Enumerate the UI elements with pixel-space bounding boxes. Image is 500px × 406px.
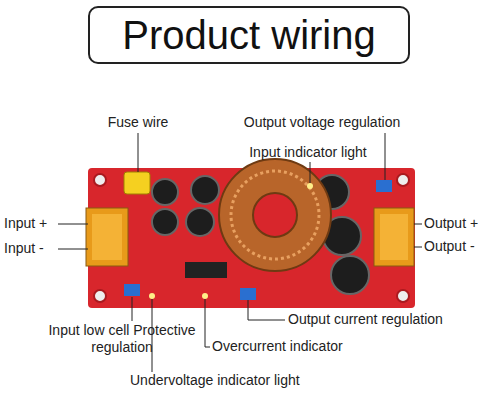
fuse: [124, 172, 150, 194]
leader-line: [385, 133, 386, 180]
mount-hole: [94, 290, 106, 302]
part-label: Output -: [424, 238, 475, 255]
input-terminal: [86, 208, 128, 266]
mount-hole: [94, 174, 106, 186]
potentiometer: [240, 288, 256, 300]
leader-line: [205, 299, 210, 347]
inductor-core: [253, 193, 297, 237]
part-label: Output voltage regulation: [244, 114, 400, 131]
indicator-led: [202, 293, 208, 299]
part-label: Input -: [4, 240, 44, 257]
leader-line: [138, 133, 139, 172]
part-label: Overcurrent indicator: [212, 338, 343, 355]
terminal-cap: [380, 214, 408, 260]
indicator-led: [307, 183, 313, 189]
leader-line: [248, 300, 285, 320]
terminal-cap: [92, 214, 122, 260]
mount-hole: [397, 290, 409, 302]
potentiometer: [124, 284, 140, 296]
part-label: Output +: [424, 215, 478, 232]
leader-line: [310, 162, 311, 183]
mount-hole: [397, 174, 409, 186]
leader-line: [414, 247, 422, 248]
part-label: Undervoltage indicator light: [130, 372, 300, 389]
part-label: Input +: [4, 215, 47, 232]
indicator-led: [149, 293, 155, 299]
part-label: Fuse wire: [108, 114, 169, 131]
leader-line: [132, 297, 133, 321]
capacitor: [191, 176, 219, 204]
leader-line: [58, 249, 88, 250]
output-terminal: [374, 208, 414, 266]
inductor-winding: [231, 171, 319, 259]
part-label: Input indicator light: [249, 144, 367, 161]
capacitor: [186, 208, 214, 236]
leader-line: [58, 224, 88, 225]
capacitor: [152, 209, 178, 235]
toroid-inductor: [219, 159, 331, 271]
capacitor: [331, 256, 369, 294]
part-label: Input low cell Protective regulation: [42, 322, 202, 356]
capacitor: [152, 179, 178, 205]
leader-line: [414, 224, 422, 225]
part-label: Output current regulation: [288, 311, 443, 328]
title-box: Product wiring: [88, 6, 410, 64]
control-chip: [185, 262, 227, 278]
potentiometer: [376, 180, 392, 192]
